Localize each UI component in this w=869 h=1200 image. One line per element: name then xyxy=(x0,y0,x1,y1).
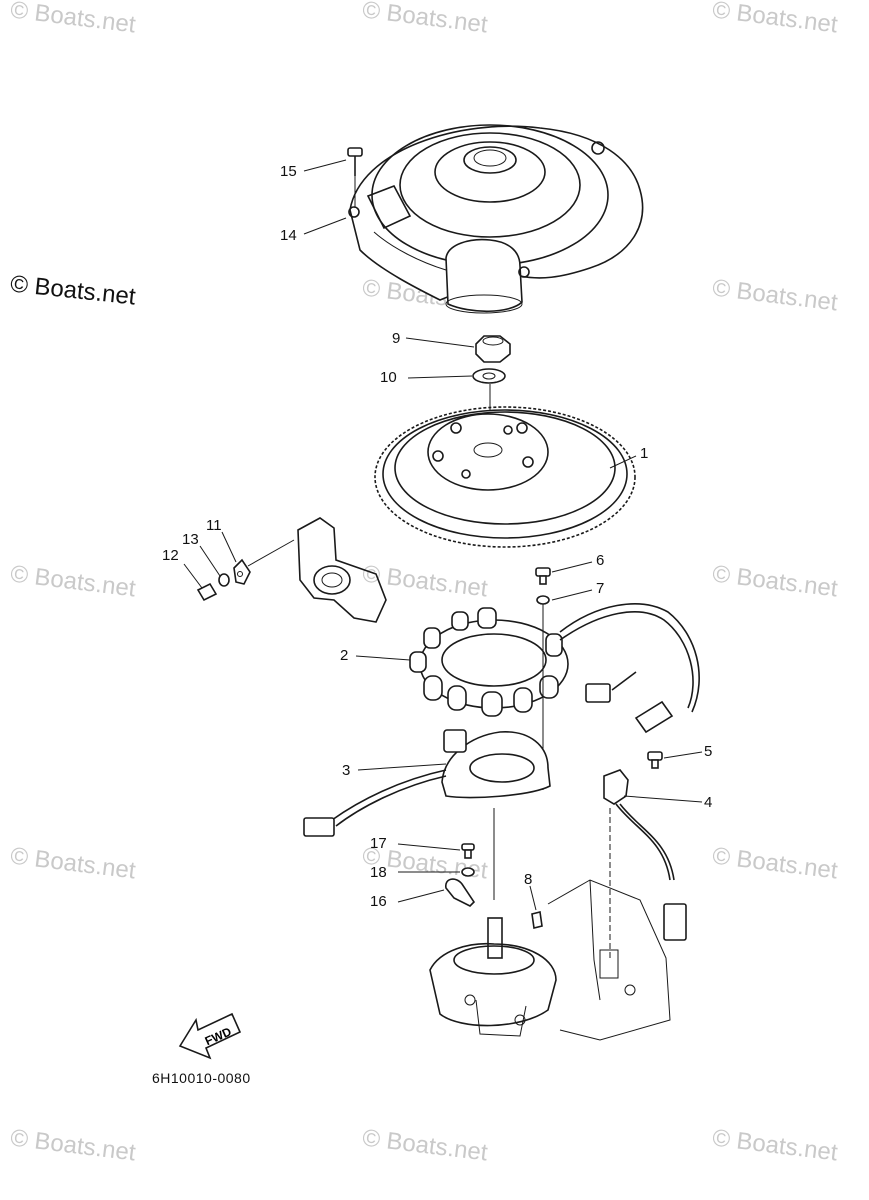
callout-3: 3 xyxy=(342,762,351,779)
flywheel-cover[interactable] xyxy=(348,124,644,314)
stator-coil[interactable] xyxy=(409,603,700,734)
bolt-15[interactable] xyxy=(347,147,363,208)
pulser-coil-plate[interactable] xyxy=(303,729,551,837)
callout-1: 1 xyxy=(640,445,649,462)
bolt-6[interactable] xyxy=(535,567,551,585)
callout-8: 8 xyxy=(524,871,533,888)
clamp-16[interactable] xyxy=(445,878,476,907)
callout-11: 11 xyxy=(206,517,222,534)
callout-5: 5 xyxy=(704,743,713,760)
callout-7: 7 xyxy=(596,580,605,597)
engine-block xyxy=(429,879,671,1041)
callout-6: 6 xyxy=(596,552,605,569)
washer-13[interactable] xyxy=(218,573,230,587)
flywheel-washer[interactable] xyxy=(472,368,506,384)
bracket-11[interactable] xyxy=(233,558,251,585)
washer-18[interactable] xyxy=(461,867,475,877)
leader-lines xyxy=(183,159,703,911)
callout-9: 9 xyxy=(392,330,401,347)
callout-10: 10 xyxy=(380,369,397,386)
bolt-5[interactable] xyxy=(647,751,663,769)
callout-15: 15 xyxy=(280,163,297,180)
callout-4: 4 xyxy=(704,794,713,811)
callout-12: 12 xyxy=(162,547,179,564)
fwd-arrow-icon: FWD xyxy=(178,1012,242,1060)
flywheel-nut[interactable] xyxy=(475,335,511,363)
callout-13: 13 xyxy=(182,531,199,548)
callout-18: 18 xyxy=(370,864,387,881)
flywheel-rotor[interactable] xyxy=(374,406,636,548)
callout-17: 17 xyxy=(370,835,387,852)
woodruff-key[interactable] xyxy=(531,911,543,929)
washer-7[interactable] xyxy=(536,595,550,605)
charge-coil[interactable] xyxy=(603,769,687,941)
diagram-code: 6H10010-0080 xyxy=(152,1070,251,1086)
bolt-12[interactable] xyxy=(196,582,218,602)
callout-16: 16 xyxy=(370,893,387,910)
crankcase-flange xyxy=(297,517,387,623)
screw-17[interactable] xyxy=(461,843,475,859)
callout-14: 14 xyxy=(280,227,297,244)
callout-2: 2 xyxy=(340,647,349,664)
